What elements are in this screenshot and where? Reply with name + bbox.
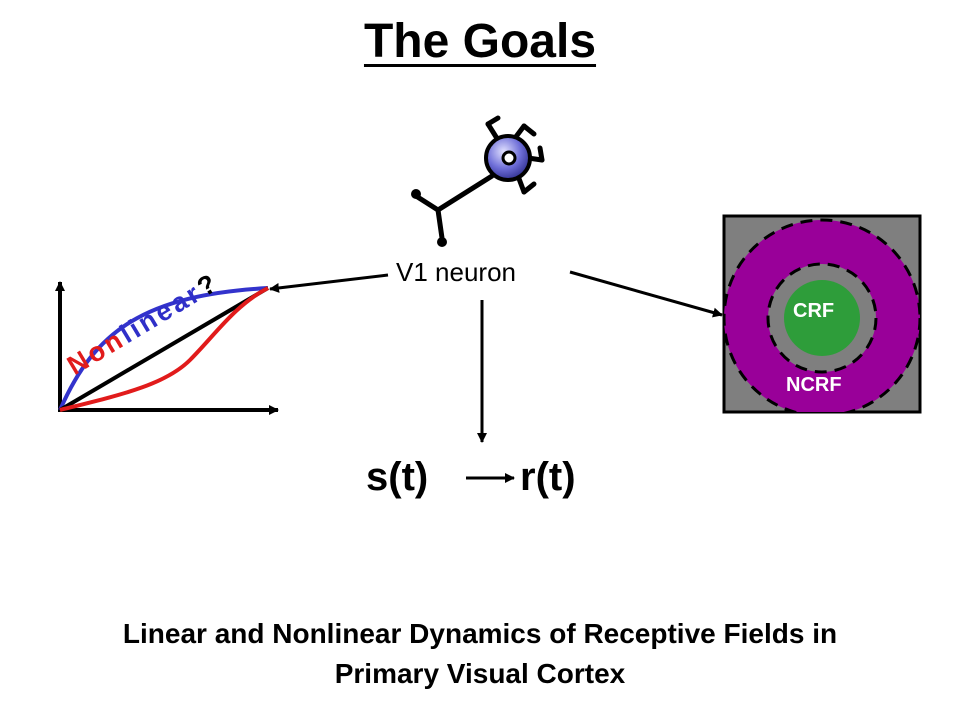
subtitle: Linear and Nonlinear Dynamics of Recepti… (0, 614, 960, 694)
arrow-to-nonlinearity (269, 273, 389, 293)
convex-curve (59, 286, 269, 412)
nucleus (501, 150, 517, 166)
arrow-to-receptive-field (569, 270, 723, 318)
crf-label: CRF (793, 300, 835, 322)
subtitle-line-2: Primary Visual Cortex (334, 658, 626, 689)
subtitle-line-1: Linear and Nonlinear Dynamics of Recepti… (122, 618, 838, 649)
concave-curve (58, 286, 269, 411)
receptive-field-diagram (722, 214, 922, 414)
crf-region (784, 280, 860, 356)
linear-line (58, 286, 270, 412)
response-label: r(t) (520, 455, 576, 499)
nonlinearity-plot (55, 281, 279, 415)
page-title: The Goals (363, 15, 597, 68)
ncrf-label: NCRF (786, 374, 842, 396)
neuron-icon (413, 115, 545, 241)
stimulus-label: s(t) (366, 455, 429, 499)
axon-terminal (437, 237, 447, 247)
axon-terminal (411, 189, 421, 199)
neuron-label: V1 neuron (390, 257, 522, 288)
